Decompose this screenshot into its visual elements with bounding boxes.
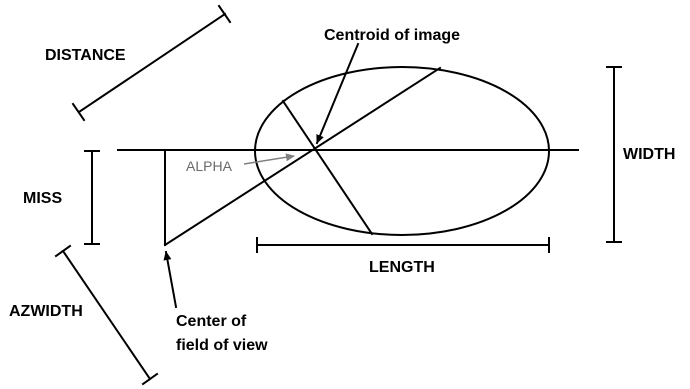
- major-axis-line: [163, 66, 442, 247]
- length-bar: [256, 237, 550, 253]
- center-of-view-arrow: [163, 250, 178, 309]
- centroid-label: Centroid of image: [324, 27, 460, 44]
- minor-axis-line: [281, 99, 374, 236]
- distance-label: DISTANCE: [45, 47, 126, 64]
- azwidth-label: AZWIDTH: [9, 303, 83, 320]
- alpha-arrow: [243, 153, 295, 165]
- centroid-arrow: [315, 42, 360, 145]
- length-label: LENGTH: [369, 259, 435, 276]
- center-of-view-label-line2: field of view: [176, 337, 268, 354]
- width-label: WIDTH: [623, 146, 675, 163]
- azwidth-bar: [54, 244, 159, 386]
- center-of-view-label-line1: Center of: [176, 313, 247, 330]
- miss-bar: [84, 150, 100, 245]
- alpha-label: ALPHA: [186, 158, 233, 174]
- miss-label: MISS: [23, 190, 62, 207]
- width-bar: [606, 66, 622, 243]
- distance-bar: [71, 4, 232, 122]
